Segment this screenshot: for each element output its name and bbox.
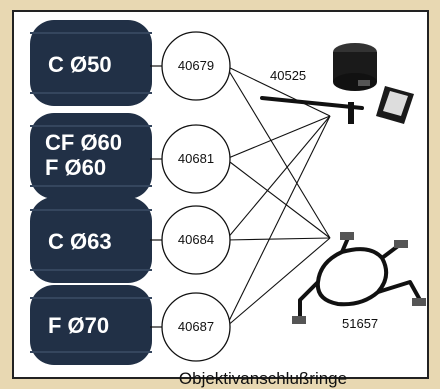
lens-ring-c50: C Ø50 [30,20,152,106]
link-lines [225,65,331,328]
ring-label-2a: CF Ø60 [45,130,122,155]
ring-label-4: F Ø70 [48,313,109,338]
ring-label-2b: F Ø60 [45,155,106,180]
lens-ring-f70: F Ø70 [30,285,152,365]
lens-ring-c63: C Ø63 [30,197,152,283]
ring-label-3: C Ø63 [48,229,112,254]
lens-ring-cf60-f60: CF Ø60 F Ø60 [30,113,152,199]
code-label-2: 40681 [178,151,214,166]
ring-connectors [150,65,163,328]
ring-label-1: C Ø50 [48,52,112,77]
diagram-caption: Objektivanschlußringe [179,369,347,388]
part-51657-illustration [298,237,422,318]
code-label-4: 40687 [178,319,214,334]
code-label-3: 40684 [178,232,214,247]
part-51657-knobs [292,232,426,324]
part-label-51657: 51657 [342,316,378,331]
code-circle-1: 40679 [161,31,231,101]
part-label-40525: 40525 [270,68,306,83]
code-circle-2: 40681 [161,124,231,194]
code-label-1: 40679 [178,58,214,73]
part-40525-illustration [260,43,414,124]
code-circle-4: 40687 [161,292,231,362]
code-circle-3: 40684 [161,205,231,275]
